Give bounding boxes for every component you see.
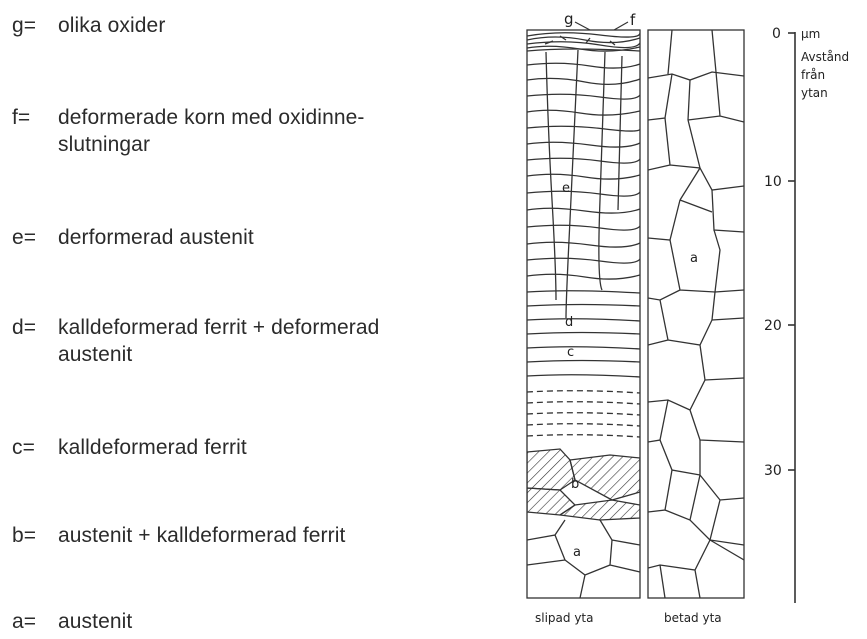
label-b: b (571, 477, 579, 492)
scale-title-line: Avstånd (801, 50, 849, 64)
scale-tick-20: 20 (764, 318, 782, 334)
label-c: c (567, 345, 574, 360)
depth-scale (788, 32, 795, 603)
scale-tick-0: 0 (772, 26, 781, 42)
scale-unit: µm (801, 27, 820, 41)
label-d: d (565, 315, 573, 330)
label-right-a: a (690, 251, 698, 266)
scale-title-line: från (801, 68, 825, 82)
right-column (648, 30, 744, 598)
caption-slipad-yta: slipad yta (535, 611, 593, 625)
label-a: a (573, 545, 581, 560)
label-f: f (630, 11, 636, 29)
scale-tick-30: 30 (764, 463, 782, 479)
caption-betad-yta: betad yta (664, 611, 722, 625)
label-e: e (562, 181, 570, 196)
label-leader-lines (575, 22, 628, 30)
scale-title-line: ytan (801, 86, 828, 100)
scale-tick-10: 10 (764, 174, 782, 190)
left-column (527, 30, 641, 598)
label-g: g (564, 10, 574, 28)
